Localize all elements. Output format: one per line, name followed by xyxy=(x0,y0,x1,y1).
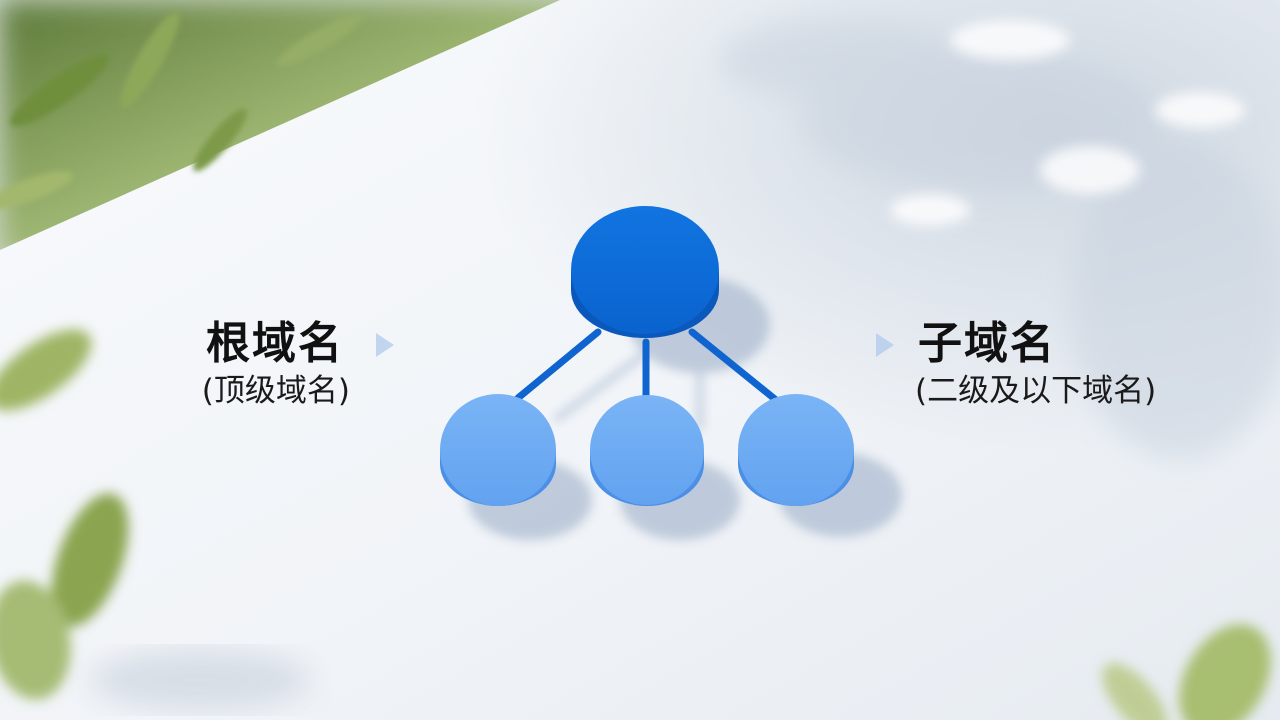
right-arrow-icon xyxy=(376,333,394,357)
sub-domain-title: 子域名 xyxy=(918,318,1056,369)
parent-node xyxy=(571,206,719,338)
root-domain-label: 根域名 (顶级域名) xyxy=(180,322,350,407)
sub-domain-subtitle: (二级及以下域名) xyxy=(915,373,1157,409)
sub-domain-label: 子域名 (二级及以下域名) xyxy=(915,322,1156,407)
child-node-right xyxy=(738,394,854,506)
connector-lines xyxy=(514,328,780,404)
child-node-middle xyxy=(590,395,704,506)
root-domain-title: 根域名 xyxy=(206,318,344,369)
child-node-left xyxy=(440,394,556,506)
root-domain-subtitle: (顶级域名) xyxy=(201,373,350,409)
right-arrow-icon xyxy=(876,333,894,357)
